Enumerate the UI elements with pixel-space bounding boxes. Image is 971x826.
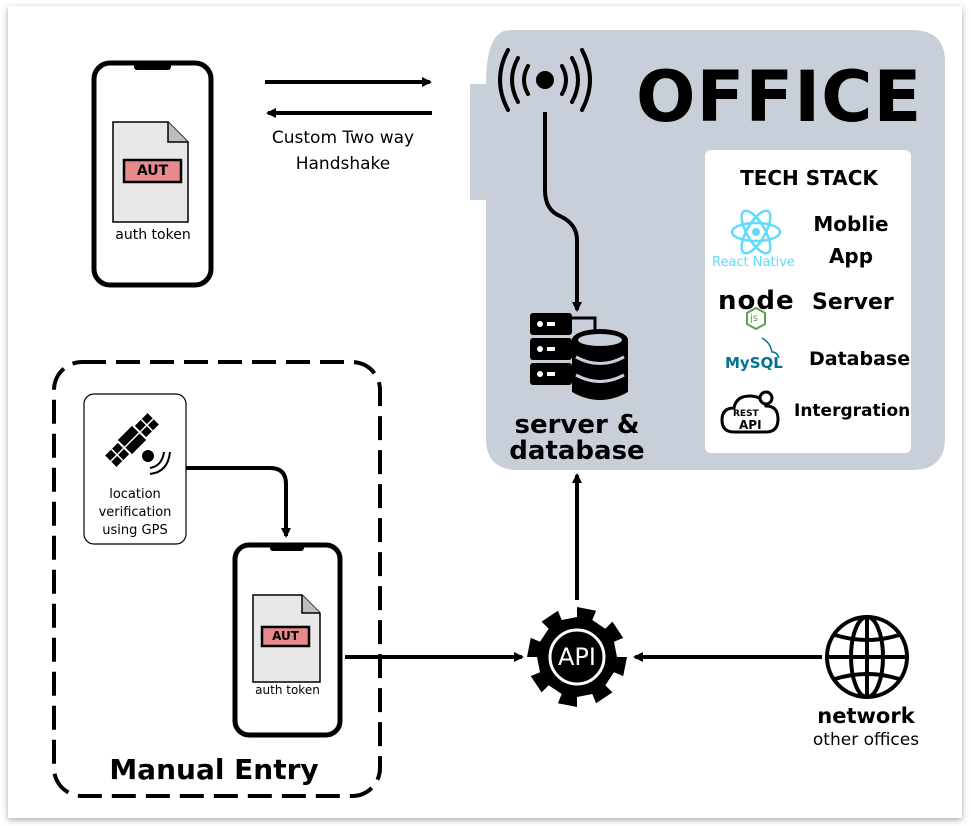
antenna-icon — [498, 48, 592, 112]
document-icon — [112, 121, 189, 223]
server-database-icon — [530, 313, 628, 400]
phone-top-caption: auth token — [115, 227, 191, 243]
api-label: API — [558, 643, 596, 671]
gps-label-line2: verification — [98, 505, 172, 520]
tech-stack-mobile-label-1: Moblie — [813, 212, 889, 236]
api-gear-icon — [527, 607, 627, 707]
gps-to-phone-arrow — [186, 466, 291, 538]
tech-stack-integration-label: Intergration — [794, 401, 911, 421]
node-logo-text: node — [718, 286, 795, 316]
phone-bottom-caption: auth token — [255, 683, 320, 697]
rest-logo-sub: API — [739, 418, 762, 432]
network-sublabel: other offices — [812, 730, 920, 750]
phone-top-badge: AUT — [136, 163, 169, 179]
document-icon-bottom — [252, 594, 321, 683]
server-label-line2: database — [509, 436, 645, 466]
handshake-label-line1: Custom Two way — [271, 128, 415, 148]
server-label-line1: server & — [514, 410, 640, 440]
gps-label-line1: location — [109, 487, 161, 502]
tech-stack-database-label: Database — [809, 348, 911, 370]
gps-card — [83, 393, 187, 545]
mysql-logo-text: MySQL — [725, 354, 783, 372]
antenna-to-server-arrow — [543, 112, 582, 312]
office-region-notch — [470, 84, 490, 200]
manual-entry-box — [52, 360, 382, 798]
react-logo-icon — [730, 209, 782, 255]
tech-stack-server-label: Server — [812, 290, 894, 315]
rest-logo-text: REST — [733, 409, 759, 419]
api-gear-hub — [548, 628, 606, 686]
office-title: OFFICE — [636, 56, 923, 138]
network-label: network — [817, 704, 915, 728]
rest-api-cloud-icon — [720, 390, 780, 434]
handshake-label-line2: Handshake — [295, 154, 391, 174]
node-hexagon-icon — [746, 306, 766, 331]
tech-stack-card — [705, 150, 911, 453]
gps-label-line3: using GPS — [102, 523, 168, 538]
tech-stack-heading: TECH STACK — [740, 166, 878, 190]
node-logo-sub: js — [750, 313, 758, 324]
globe-icon — [825, 615, 909, 699]
react-native-logo-text: React Native — [712, 255, 795, 270]
phone-bottom-badge: AUT — [272, 629, 299, 643]
manual-entry-title: Manual Entry — [109, 753, 319, 786]
mysql-dolphin-icon — [761, 337, 780, 359]
tech-stack-mobile-label-2: App — [828, 244, 874, 268]
